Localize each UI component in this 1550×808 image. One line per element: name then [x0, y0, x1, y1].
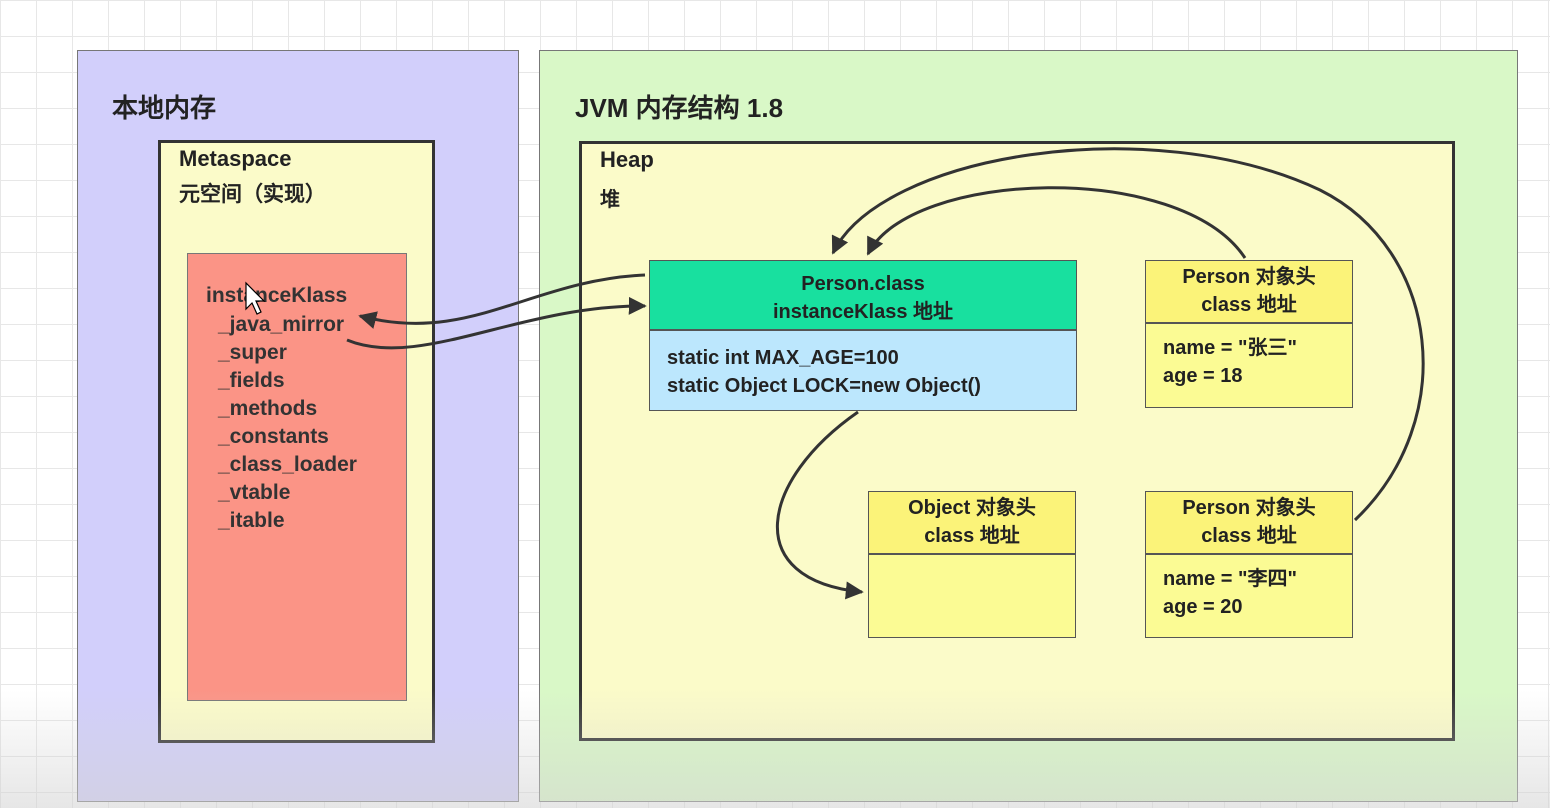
- jvm-memory-title: JVM 内存结构 1.8: [575, 93, 784, 123]
- person-class-statics: static int MAX_AGE=100 static Object LOC…: [649, 330, 1077, 411]
- object-body-box: [868, 554, 1076, 638]
- instance-klass-box: instanceKlass _java_mirror _super _field…: [187, 253, 407, 701]
- person-class-title: Person.class: [801, 273, 925, 295]
- metaspace-title: Metaspace: [179, 146, 292, 171]
- person-class-subtitle: instanceKlass 地址: [772, 301, 954, 323]
- ik-field-methods: _methods: [218, 397, 318, 420]
- ik-field-itable: _itable: [218, 509, 285, 532]
- arrow-class-to-mirror: [358, 273, 646, 329]
- person-lisi-field: name = "李四": [1163, 568, 1298, 590]
- ik-field-instance-klass: instanceKlass: [206, 284, 348, 307]
- ik-field-java-mirror: _java_mirror: [218, 313, 345, 336]
- arrow-zhangsan-to-class: [866, 186, 1247, 259]
- person-zhangsan-subtitle: class 地址: [1201, 294, 1297, 316]
- arrow-mirror-to-class: [346, 296, 647, 350]
- person-lisi-title: Person 对象头: [1182, 497, 1316, 519]
- arrow-lock-to-object: [775, 410, 864, 600]
- bottom-fade-overlay: [0, 690, 1550, 808]
- person-lisi-body: name = "李四" age = 20: [1145, 554, 1353, 638]
- native-memory-title: 本地内存: [112, 93, 217, 123]
- object-header-subtitle: class 地址: [924, 525, 1020, 547]
- object-header-title: Object 对象头: [908, 497, 1036, 519]
- person-class-field: static int MAX_AGE=100: [667, 347, 899, 369]
- ik-field-fields: _fields: [218, 369, 285, 392]
- person-class-header: Person.class instanceKlass 地址: [649, 260, 1077, 330]
- person-zhangsan-field: name = "张三": [1163, 337, 1298, 359]
- ik-field-vtable: _vtable: [218, 481, 291, 504]
- ik-field-constants: _constants: [218, 425, 329, 448]
- person-lisi-field: age = 20: [1163, 596, 1243, 618]
- mouse-cursor-icon: [245, 281, 266, 315]
- arrow-lisi-to-class: [831, 147, 1425, 522]
- person-zhangsan-body: name = "张三" age = 18: [1145, 323, 1353, 408]
- person-zhangsan-title: Person 对象头: [1182, 266, 1316, 288]
- person-lisi-subtitle: class 地址: [1201, 525, 1297, 547]
- metaspace-subtitle: 元空间（实现）: [179, 183, 326, 206]
- person-zhangsan-header: Person 对象头 class 地址: [1145, 260, 1353, 323]
- heap-subtitle: 堆: [600, 189, 620, 211]
- ik-field-class-loader: _class_loader: [218, 453, 357, 476]
- person-lisi-header: Person 对象头 class 地址: [1145, 491, 1353, 554]
- person-zhangsan-field: age = 18: [1163, 365, 1243, 387]
- object-header-box: Object 对象头 class 地址: [868, 491, 1076, 554]
- heap-title: Heap: [600, 147, 654, 172]
- ik-field-super: _super: [218, 341, 287, 364]
- person-class-field: static Object LOCK=new Object(): [667, 375, 981, 397]
